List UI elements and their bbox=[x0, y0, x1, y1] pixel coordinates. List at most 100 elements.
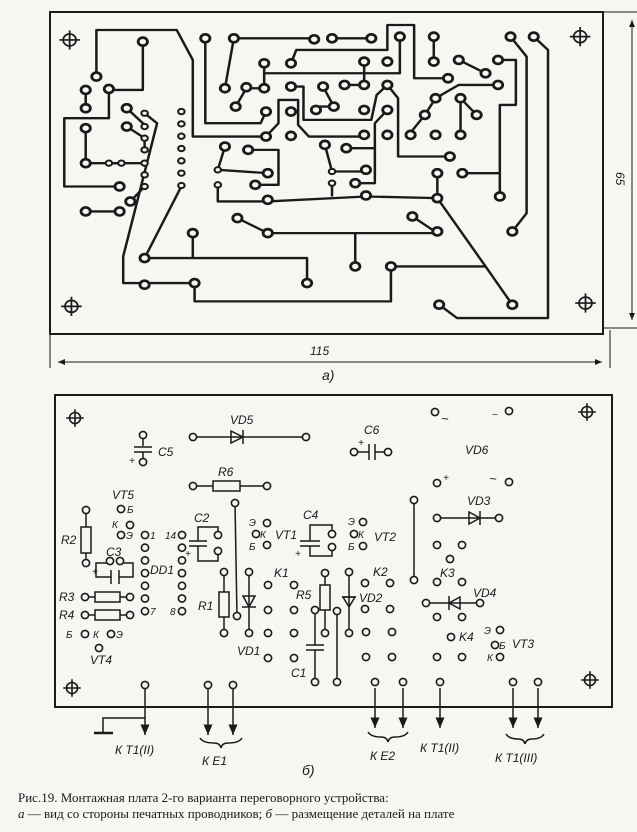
solder-pad bbox=[309, 104, 323, 116]
component-pad bbox=[457, 612, 467, 622]
component-pad bbox=[385, 578, 395, 588]
solder-pad-small bbox=[140, 134, 149, 142]
label-vt2: VT2 bbox=[374, 530, 396, 544]
component-pad bbox=[213, 546, 223, 556]
solder-pad bbox=[427, 31, 440, 42]
solder-pad bbox=[249, 179, 262, 191]
output-label-t1-ii-left: К Т1(II) bbox=[115, 743, 154, 757]
component-pad bbox=[177, 543, 187, 553]
mounting-hole-icon bbox=[578, 403, 596, 421]
solder-pad bbox=[393, 31, 406, 42]
solder-pad-small bbox=[177, 157, 186, 165]
component-pad bbox=[490, 640, 500, 650]
component-pad bbox=[327, 529, 337, 539]
component-pad bbox=[230, 498, 240, 508]
solder-pad bbox=[284, 130, 298, 142]
component-pad bbox=[435, 677, 445, 687]
label-c3: C3 bbox=[106, 545, 122, 559]
caption-a: а bbox=[18, 806, 25, 821]
component-pad bbox=[533, 677, 543, 687]
solder-pad-small bbox=[213, 181, 223, 189]
component-pad bbox=[228, 680, 238, 690]
solder-pad bbox=[284, 106, 298, 117]
component-pad bbox=[116, 530, 126, 540]
component-pad bbox=[457, 540, 467, 550]
pin-label: 8 bbox=[170, 607, 176, 618]
component-pad bbox=[125, 520, 135, 530]
component-placement-view: VD5 C5 R6 VT5 R2 C3 DD1 R3 R4 VT4 C2 R1 … bbox=[54, 394, 613, 778]
solder-pad bbox=[338, 79, 351, 91]
solder-pad bbox=[381, 79, 394, 91]
pin-label: К bbox=[112, 520, 119, 531]
caption-a-text: — вид со стороны печатных проводников; bbox=[24, 806, 266, 821]
dimension-height bbox=[603, 11, 637, 329]
component-pad bbox=[358, 517, 368, 527]
solder-pad bbox=[493, 191, 506, 202]
solder-pad bbox=[359, 164, 373, 176]
component-pad bbox=[385, 604, 395, 614]
component-pad bbox=[213, 530, 223, 540]
mounting-hole-icon bbox=[66, 409, 84, 427]
solder-pad bbox=[199, 32, 212, 44]
solder-pad bbox=[381, 129, 394, 141]
component-pad bbox=[344, 567, 354, 577]
pin-labels: Б К Э 1 7 14 8 Б К Э Э К Б Э К Б Э Б К +… bbox=[66, 410, 506, 664]
component-pad bbox=[177, 581, 187, 591]
label-dd1: DD1 bbox=[150, 563, 174, 577]
component-pad bbox=[432, 478, 442, 488]
output-label-e2: К Е2 bbox=[370, 749, 395, 763]
label-vt4: VT4 bbox=[90, 653, 112, 667]
component-pad bbox=[332, 677, 342, 687]
component-pad bbox=[219, 567, 229, 577]
subfigure-b-label: б) bbox=[302, 762, 315, 778]
solder-pad bbox=[358, 129, 371, 141]
solder-pad bbox=[308, 33, 321, 45]
pcb-trace-view: 65 115 а) bbox=[49, 11, 637, 383]
solder-pad-small bbox=[177, 169, 186, 177]
component-pad bbox=[504, 406, 514, 416]
solder-pad bbox=[102, 83, 115, 95]
solder-pad bbox=[261, 227, 274, 239]
label-vd6: VD6 bbox=[465, 443, 489, 457]
component-pad bbox=[106, 629, 116, 639]
component-pad bbox=[383, 447, 393, 457]
component-pad bbox=[349, 447, 359, 457]
pads bbox=[59, 27, 596, 316]
solder-pad-small bbox=[140, 182, 149, 191]
solder-pad-small bbox=[140, 159, 149, 167]
solder-pad bbox=[261, 167, 274, 179]
component-pad bbox=[320, 628, 330, 638]
component-pad bbox=[421, 598, 431, 608]
component-pad bbox=[177, 606, 187, 616]
component-pad bbox=[310, 677, 320, 687]
component-pad bbox=[432, 540, 442, 550]
solder-pad-small bbox=[140, 122, 149, 131]
component-pad bbox=[289, 605, 299, 615]
component-pad bbox=[263, 605, 273, 615]
solder-pad bbox=[359, 190, 373, 201]
label-vd1: VD1 bbox=[237, 644, 260, 658]
component-pad bbox=[81, 558, 91, 568]
component-pad bbox=[332, 606, 342, 616]
pin-label: К bbox=[260, 530, 267, 541]
pin-label: Э bbox=[249, 518, 256, 529]
component-pad bbox=[219, 628, 229, 638]
caption-b-text: — размещение деталей на плате bbox=[272, 806, 455, 821]
solder-pad bbox=[138, 252, 151, 264]
solder-pad bbox=[384, 261, 398, 272]
component-pad bbox=[445, 554, 455, 564]
component-pad bbox=[398, 677, 408, 687]
solder-pad-small bbox=[177, 120, 186, 128]
component-pad bbox=[432, 652, 442, 662]
solder-pad bbox=[358, 56, 371, 67]
label-vd5: VD5 bbox=[230, 413, 254, 427]
mounting-hole-icon bbox=[59, 30, 80, 50]
solder-pad bbox=[186, 227, 199, 239]
solder-pad bbox=[284, 81, 298, 92]
component-pad bbox=[457, 652, 467, 662]
solder-pad-small bbox=[177, 107, 186, 116]
brace-t1-iii bbox=[505, 733, 545, 745]
solder-pad bbox=[258, 57, 271, 69]
solder-pad bbox=[113, 181, 126, 192]
solder-pad bbox=[358, 104, 371, 116]
